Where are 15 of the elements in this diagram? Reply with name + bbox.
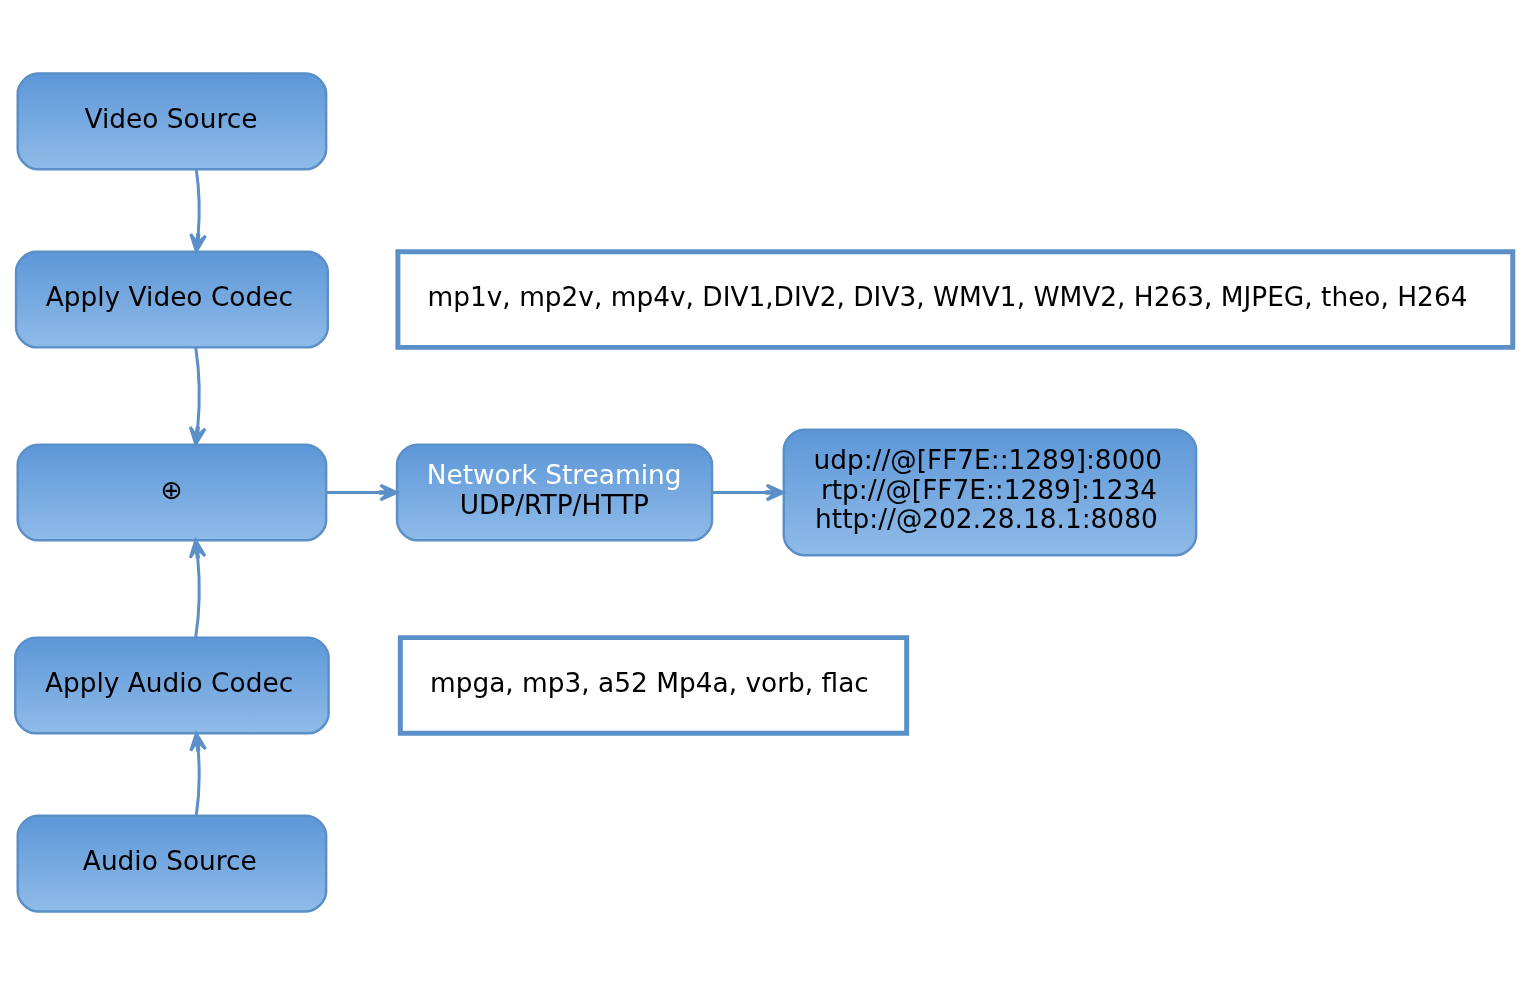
node-box: Network Streaming UDP/RTP/HTTP: [395, 442, 714, 542]
arrow: [712, 483, 785, 501]
node-box: mp1v, mp2v, mp4v, DIV1,DIV2, DIV3, WMV1, WMV2, H263, MJPEG, theo, H264: [395, 248, 1516, 350]
node-box: Audio Source: [16, 814, 328, 913]
node-box: ⊕: [16, 442, 328, 542]
arrow: [326, 483, 399, 501]
node-box: mpga, mp3, a52 Mp4a, vorb, flac: [397, 634, 910, 736]
arrow: [189, 731, 207, 816]
node-box: Apply Audio Codec: [14, 635, 330, 735]
node-box: udp://@[FF7E::1289]:8000 rtp://@[FF7E::1289]:1234 http://@202.28.18.1:8080: [782, 428, 1198, 556]
arrow: [188, 346, 207, 446]
node-box: Apply Video Codec: [14, 249, 329, 349]
arrow: [189, 168, 208, 253]
node-box: Video Source: [16, 71, 328, 170]
arrow: [188, 538, 207, 637]
